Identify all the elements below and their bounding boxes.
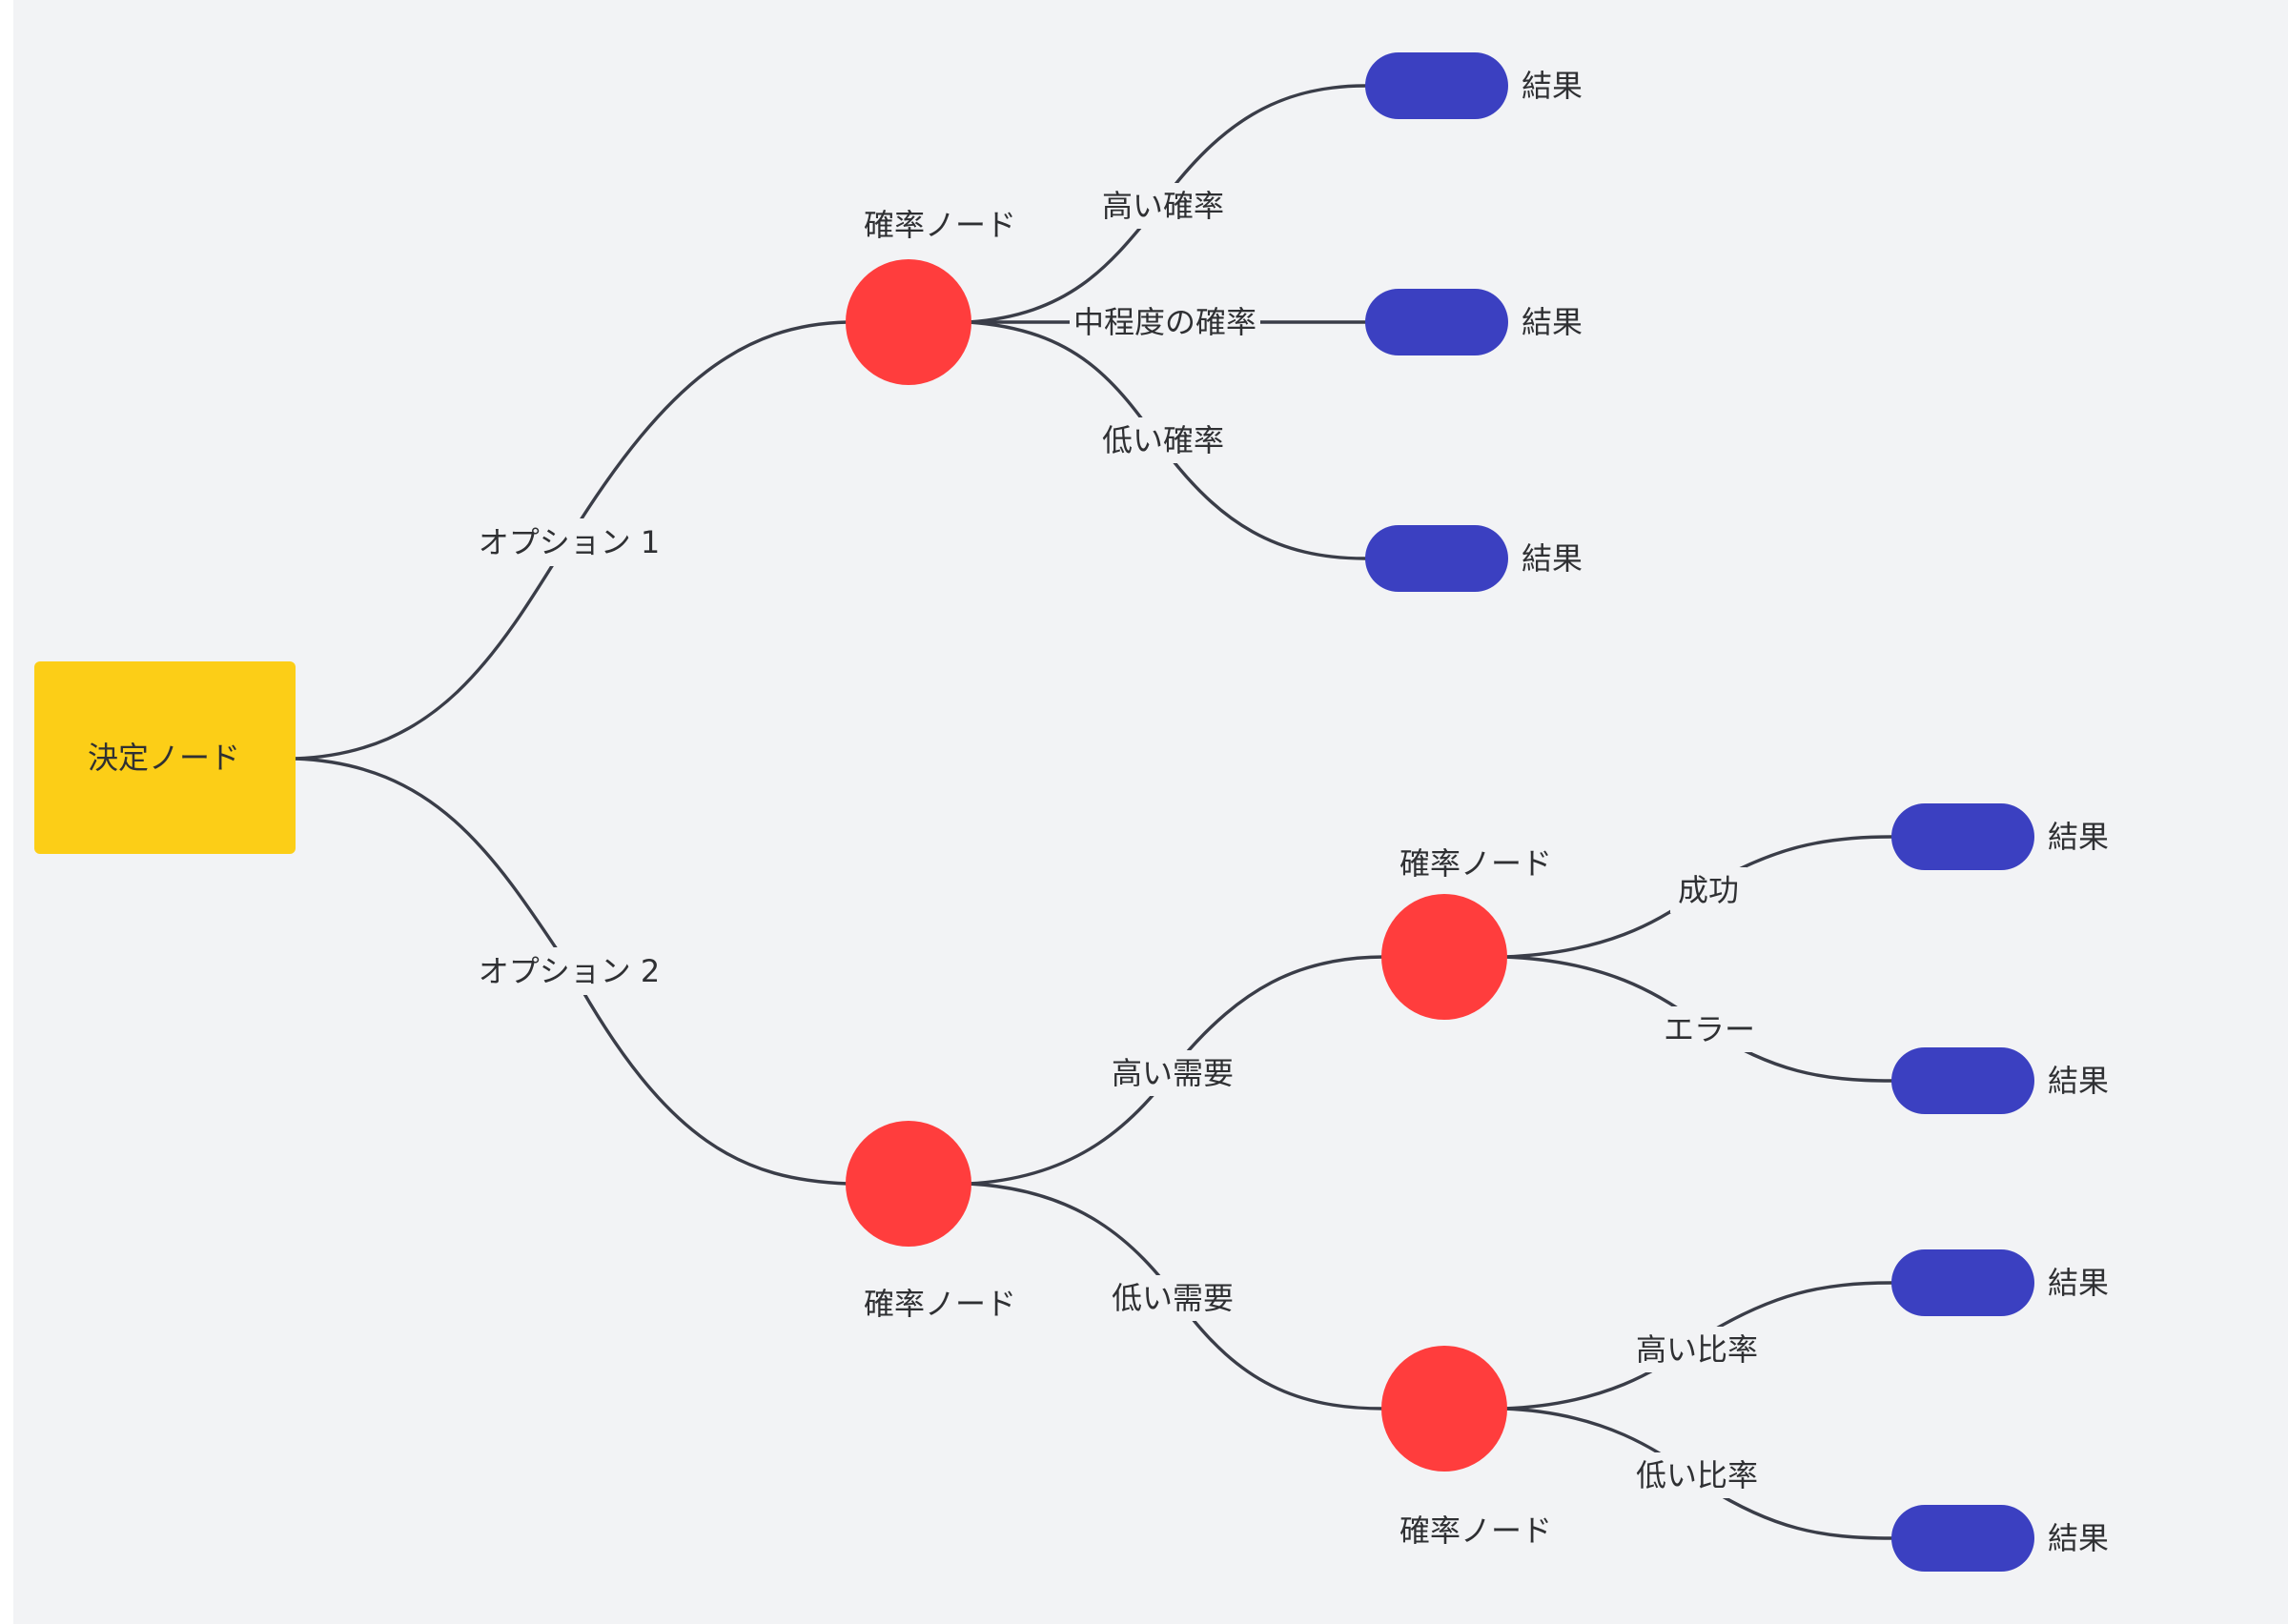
chance-node-4-label: 確率ノード [1399, 1512, 1552, 1549]
edge-label-c2-high-demand: 高い需要 [1112, 1055, 1234, 1091]
edge-label-c1-low: 低い確率 [1102, 422, 1224, 458]
outcome-node-5-pill [1891, 1047, 2034, 1114]
chance-node-1-label: 確率ノード [864, 207, 1016, 243]
outcome-node-3-label: 結果 [1522, 540, 1583, 577]
branch-label-option2: オプション 2 [479, 953, 661, 989]
edge-labels: オプション 1 オプション 2 高い確率 中程度の確率 低い確率 高い需要 低い… [474, 183, 1764, 1498]
edge-label-c3-success: 成功 [1678, 872, 1739, 908]
outcome-node-6[interactable]: 結果 [1891, 1249, 2109, 1316]
decision-node-label: 決定ノード [88, 740, 240, 776]
branch-label-option1: オプション 1 [479, 524, 661, 560]
outcome-node-4-pill [1891, 803, 2034, 870]
outcome-node-6-label: 結果 [2048, 1265, 2109, 1301]
edge-label-c4-low-ratio: 低い比率 [1636, 1457, 1758, 1493]
chance-node-2-label: 確率ノード [864, 1286, 1016, 1322]
edge-label-c1-mid: 中程度の確率 [1073, 304, 1256, 340]
chance-node-4-circle [1381, 1346, 1507, 1472]
outcome-node-4-label: 結果 [2048, 819, 2109, 855]
outcome-node-5[interactable]: 結果 [1891, 1047, 2109, 1114]
outcome-node-1-pill [1365, 52, 1508, 119]
outcome-node-3-pill [1365, 525, 1508, 592]
outcome-node-5-label: 結果 [2048, 1063, 2109, 1099]
edge-label-c4-high-ratio: 高い比率 [1636, 1331, 1758, 1368]
outcome-node-7[interactable]: 結果 [1891, 1505, 2109, 1572]
edge-label-c1-high: 高い確率 [1102, 188, 1224, 224]
outcome-node-6-pill [1891, 1249, 2034, 1316]
outcome-node-1-label: 結果 [1522, 68, 1583, 104]
chance-node-4[interactable]: 確率ノード [1381, 1346, 1552, 1549]
outcome-node-3[interactable]: 結果 [1365, 525, 1583, 592]
chance-node-1-circle [846, 259, 971, 385]
chance-node-3-circle [1381, 894, 1507, 1020]
edge-label-c2-low-demand: 低い需要 [1112, 1280, 1234, 1316]
outcome-node-4[interactable]: 結果 [1891, 803, 2109, 870]
decision-node-box [34, 661, 296, 854]
edge-label-c3-error: エラー [1664, 1011, 1755, 1047]
decision-node[interactable]: 決定ノード [34, 661, 296, 854]
outcome-node-2-pill [1365, 289, 1508, 355]
chance-node-2[interactable]: 確率ノード [846, 1121, 1016, 1322]
outcome-node-1[interactable]: 結果 [1365, 52, 1583, 119]
outcome-node-2-label: 結果 [1522, 304, 1583, 340]
outcome-node-7-pill [1891, 1505, 2034, 1572]
chance-node-3-label: 確率ノード [1399, 845, 1552, 882]
chance-node-2-circle [846, 1121, 971, 1247]
chance-node-1[interactable]: 確率ノード [846, 207, 1016, 385]
outcome-node-7-label: 結果 [2048, 1520, 2109, 1556]
chance-node-3[interactable]: 確率ノード [1381, 845, 1552, 1020]
outcome-node-2[interactable]: 結果 [1365, 289, 1583, 355]
